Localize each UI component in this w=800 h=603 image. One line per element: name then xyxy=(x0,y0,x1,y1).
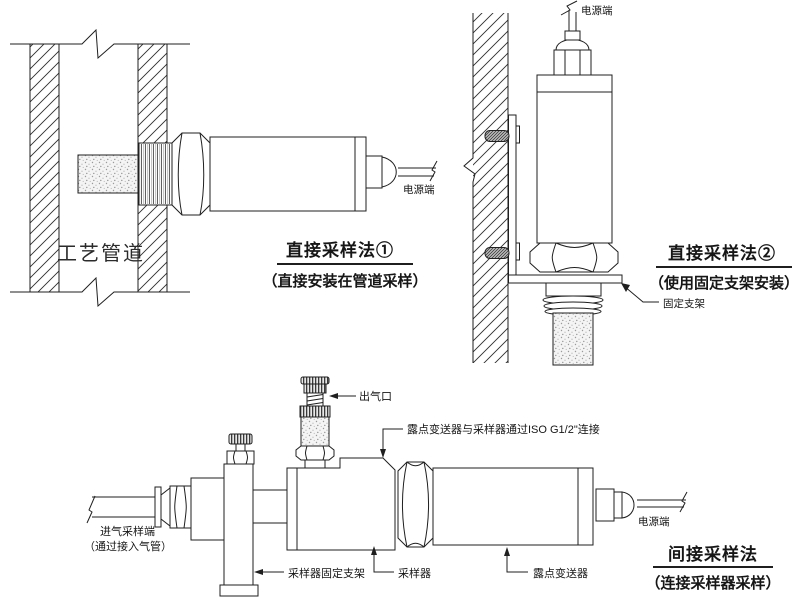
sensor-probe xyxy=(552,312,594,366)
inlet-hex-coupling xyxy=(169,485,192,529)
hex-nut-facet-left xyxy=(177,132,183,216)
outlet-valve-knurled-ring xyxy=(299,405,331,418)
transmitter-hex-nut xyxy=(397,461,434,548)
method2-subtitle: （使用固定支架安装） xyxy=(649,274,799,292)
bracket-clip-top xyxy=(515,125,520,144)
transmitter-body xyxy=(209,136,367,212)
inlet-label-line1: 进气采样端 xyxy=(100,524,155,538)
transmitter-body xyxy=(432,467,594,546)
inlet-valve-stem xyxy=(235,443,246,452)
power-end-label: 电源端 xyxy=(581,4,613,17)
power-end-label: 电源端 xyxy=(403,183,435,196)
cable-break-mark xyxy=(429,160,438,182)
sampler-bracket-plate xyxy=(223,463,254,586)
outlet-valve-cap xyxy=(300,376,330,385)
outlet-label: 出气口 xyxy=(359,389,392,403)
iso-leader-line xyxy=(382,428,403,451)
connector-cap xyxy=(564,30,581,41)
bracket-leader-arrowhead xyxy=(621,283,630,292)
connector-dome xyxy=(555,39,590,51)
cable-gland xyxy=(595,488,615,522)
hex-nut-facet-right xyxy=(199,132,205,216)
pipe-bottom-edge xyxy=(10,276,190,308)
iso-arrowhead xyxy=(380,449,386,458)
mounting-screw-top xyxy=(484,130,510,142)
sampler-leader xyxy=(373,553,394,573)
diagram-indirect-sampling: 进气采样端 （通过接入气管） 出气口 露点变送器与采样器通过ISO G1/2"连… xyxy=(84,376,781,597)
inlet-valve-hex-base xyxy=(226,450,255,465)
bracket-clip-bottom xyxy=(515,242,520,261)
inlet-flange xyxy=(154,486,162,528)
cable-gland-dome xyxy=(621,491,635,519)
process-pipe-label: 工艺管道 xyxy=(57,242,145,265)
wall-left-edge-with-break xyxy=(463,13,476,363)
bracket-vertical-plate xyxy=(508,114,517,284)
sampler-bracket-label: 采样器固定支架 xyxy=(288,566,365,580)
inlet-body xyxy=(190,477,225,541)
method3-subtitle: （连接采样器采样） xyxy=(645,574,780,592)
sampler-bracket-foot xyxy=(219,584,259,597)
transmitter-arrowhead xyxy=(504,547,510,556)
inlet-hex-facets xyxy=(174,485,187,529)
transmitter-body xyxy=(536,74,613,244)
transmitter-leader xyxy=(506,554,528,573)
method1-subtitle: （直接安装在管道采样） xyxy=(262,272,427,290)
locknut xyxy=(545,282,602,297)
cable-break-mark xyxy=(560,0,578,16)
connector-block xyxy=(252,489,288,524)
inlet-valve-knob xyxy=(228,433,253,445)
cable-gland-step xyxy=(613,491,623,519)
method1-title: 直接采样法① xyxy=(286,240,394,260)
outlet-arrowhead xyxy=(329,393,338,399)
sampler-body xyxy=(286,457,396,551)
threaded-stem-texture xyxy=(140,144,171,204)
sampler-label: 采样器 xyxy=(398,566,431,580)
transmitter-label: 露点变送器 xyxy=(533,566,588,580)
transmitter-hex-facets xyxy=(402,461,429,548)
inlet-valve-hex-facets xyxy=(233,450,248,465)
power-end-label: 电源端 xyxy=(638,515,670,528)
sampler-bracket-arrowhead xyxy=(254,569,263,575)
diagram-direct-bracket-sampling: 电源端 固定支架 直接采样法② （使用固定支架安装） xyxy=(463,0,799,366)
cable-gland-dome xyxy=(381,156,397,188)
inlet-cone xyxy=(160,486,171,528)
mounting-screw-bottom xyxy=(484,247,510,259)
outlet-neck xyxy=(304,459,326,469)
outlet-filter xyxy=(300,416,330,447)
hex-nut-facet-left xyxy=(551,242,557,273)
bracket-leader-line xyxy=(623,285,659,303)
pipe-top-edge xyxy=(10,28,190,60)
pipe-break-mark xyxy=(86,495,96,524)
hex-nut-chamfer-arcs xyxy=(555,242,594,273)
sensor-probe xyxy=(77,154,139,194)
hex-nut xyxy=(529,242,619,273)
iso-connection-label: 露点变送器与采样器通过ISO G1/2"连接 xyxy=(407,422,600,436)
bracket-horizontal-plate xyxy=(508,274,623,284)
outlet-hex-facets xyxy=(305,445,325,461)
cable-break-mark xyxy=(679,491,688,513)
sampler-arrowhead xyxy=(371,546,377,555)
hex-nut-facet-right xyxy=(592,242,598,273)
inlet-label-line2: （通过接入气管） xyxy=(84,539,172,553)
top-hex-gland xyxy=(553,49,592,76)
outlet-hex-nut xyxy=(295,445,335,461)
outlet-valve-stem-threads xyxy=(306,394,324,406)
pipe-wall-left xyxy=(29,43,60,293)
fixed-bracket-label: 固定支架 xyxy=(663,297,705,310)
method3-title: 间接采样法 xyxy=(668,544,758,564)
method2-title: 直接采样法② xyxy=(668,243,776,263)
wall xyxy=(473,13,508,363)
transmitter-hex-chamfer-arcs xyxy=(406,461,425,548)
outlet-valve-knob xyxy=(303,383,327,394)
diagram-direct-pipe-sampling: 电源端 工艺管道 直接采样法① （直接安装在管道采样） xyxy=(10,28,438,308)
cable-gland xyxy=(365,155,383,189)
